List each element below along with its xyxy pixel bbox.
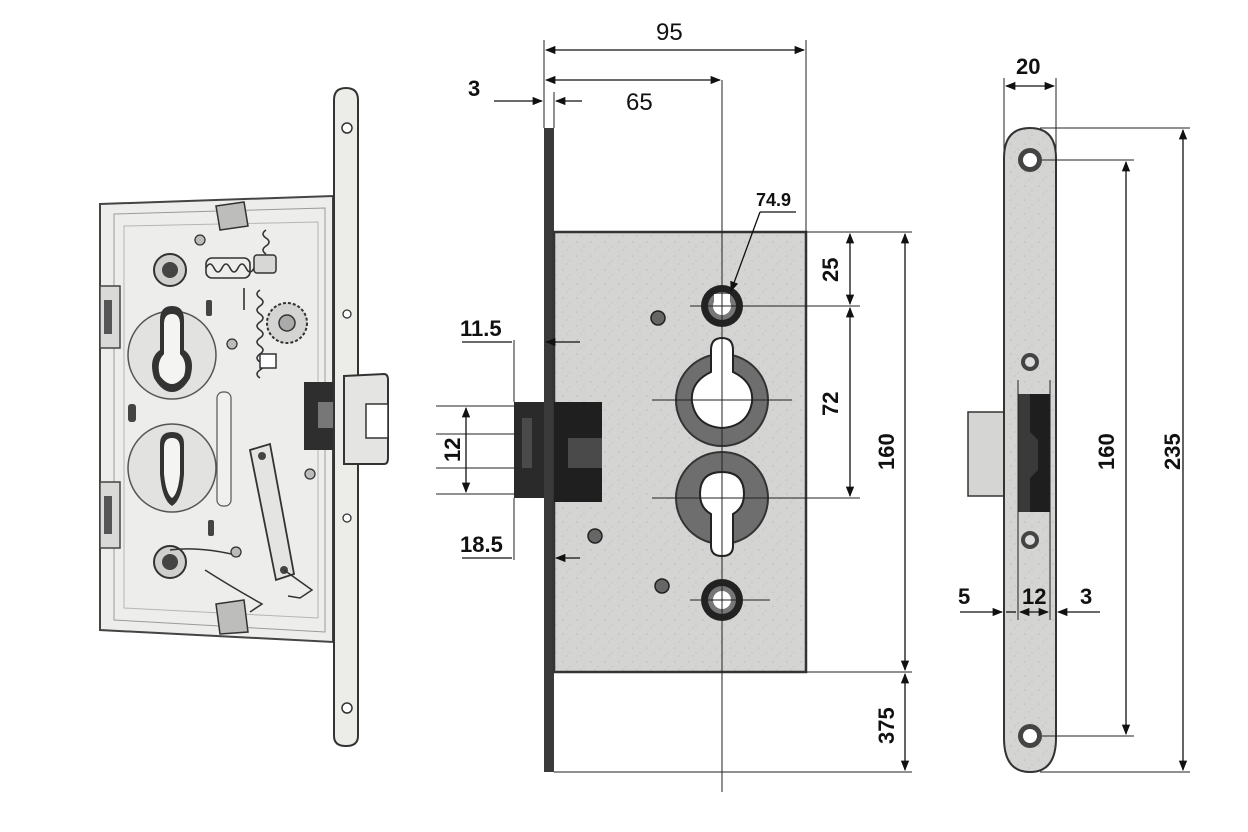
dim-latch-clearance: 18.5 bbox=[460, 532, 503, 557]
dim-screw-spacing: 160 bbox=[1094, 433, 1119, 470]
dim-upper-offset: 25 bbox=[818, 258, 843, 282]
dim-strike-right: 3 bbox=[1080, 584, 1092, 609]
dim-lower-offset: 375 bbox=[874, 707, 899, 744]
dim-faceplate-length: 235 bbox=[1160, 433, 1185, 470]
dim-overall-depth: 95 bbox=[656, 19, 683, 46]
dim-cylinder-spacing: 72 bbox=[818, 392, 843, 416]
dim-strike-width: 12 bbox=[1022, 584, 1046, 609]
dim-case-height: 160 bbox=[874, 433, 899, 470]
dim-strike-left: 5 bbox=[958, 584, 970, 609]
faceplate-front-view bbox=[967, 126, 1057, 774]
dim-backset: 65 bbox=[626, 89, 653, 116]
lock-side-view bbox=[514, 80, 808, 792]
dim-latch-height: 12 bbox=[440, 438, 465, 462]
side-view-dimensions bbox=[436, 40, 912, 773]
dim-faceplate-thickness: 3 bbox=[468, 76, 480, 101]
faceplate-edge bbox=[544, 128, 554, 772]
dim-latch-projection: 11.5 bbox=[460, 316, 502, 341]
dim-top-hole-offset: 74.9 bbox=[756, 190, 791, 210]
faceplate-dimensions bbox=[960, 78, 1190, 773]
dim-faceplate-width: 20 bbox=[1016, 54, 1040, 79]
lock-mechanism-illustration bbox=[99, 86, 389, 748]
